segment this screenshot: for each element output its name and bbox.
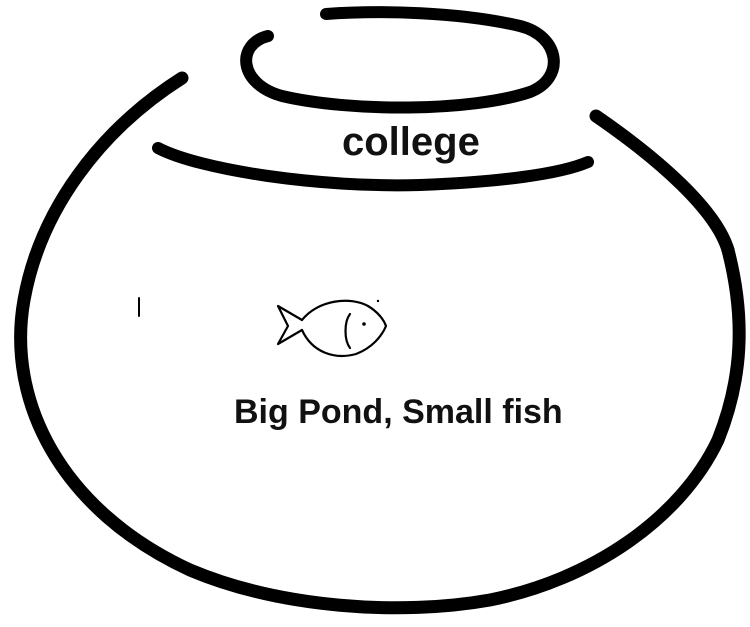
bowl-label: college [342, 122, 480, 162]
bowl-rim [246, 12, 554, 107]
bowl-right-side [596, 116, 728, 250]
diagram-caption: Big Pond, Small fish [234, 395, 563, 429]
fish-icon [278, 300, 386, 356]
